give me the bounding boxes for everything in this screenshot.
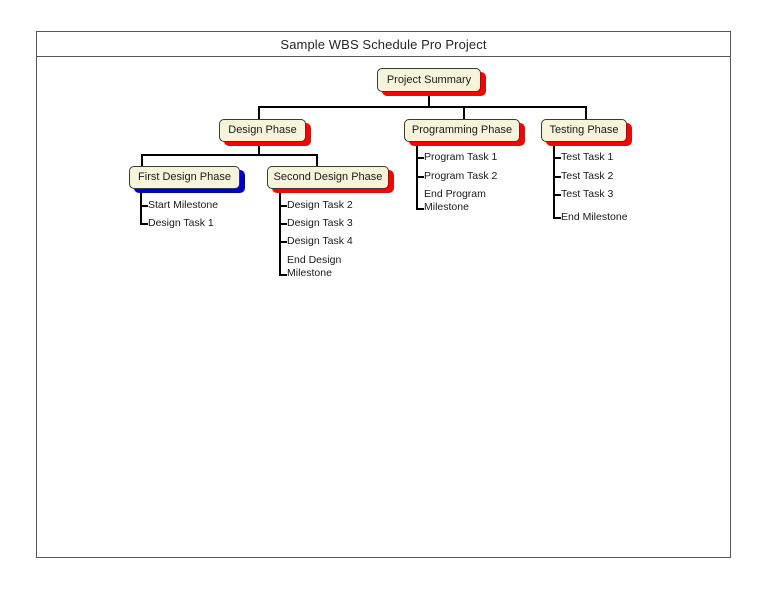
leaf-spine-first-design — [140, 189, 142, 219]
node-programming-phase[interactable]: Programming Phase — [404, 119, 520, 142]
node-project-summary[interactable]: Project Summary — [377, 68, 481, 92]
leaf-task-end-program-milestone[interactable]: End Program Milestone — [424, 188, 486, 213]
leaf-tick — [553, 194, 561, 196]
node-label: Testing Phase — [549, 124, 619, 136]
leaf-tick — [279, 223, 287, 225]
leaf-task-test-task-2[interactable]: Test Task 2 — [561, 170, 614, 182]
connector-design-phase-stem — [258, 142, 260, 155]
connector-drop-testing-phase — [585, 106, 587, 119]
leaf-spine-testing — [553, 142, 555, 219]
chart-title-bar: Sample WBS Schedule Pro Project — [36, 31, 731, 57]
connector-level2-bus — [141, 154, 317, 156]
connector-level1-bus — [258, 106, 586, 108]
leaf-tick — [279, 241, 287, 243]
leaf-task-end-design-milestone[interactable]: End Design Milestone — [287, 254, 342, 279]
node-label: Project Summary — [386, 73, 472, 86]
connector-drop-programming-phase — [463, 106, 465, 119]
connector-drop-second-design-phase — [316, 154, 318, 166]
leaf-tick — [416, 208, 424, 210]
node-label: Second Design Phase — [273, 171, 383, 183]
connector-summary-stem — [428, 92, 430, 107]
leaf-task-start-milestone[interactable]: Start Milestone — [148, 199, 219, 211]
leaf-tick — [140, 223, 148, 226]
leaf-tick — [416, 176, 424, 178]
leaf-task-test-task-1[interactable]: Test Task 1 — [561, 151, 614, 163]
leaf-spine-first-design-tail — [140, 205, 143, 224]
leaf-tick — [279, 205, 287, 207]
node-testing-phase[interactable]: Testing Phase — [541, 119, 627, 142]
leaf-task-design-task-4[interactable]: Design Task 4 — [287, 235, 353, 247]
connector-drop-first-design-phase — [141, 154, 143, 166]
node-label: Design Phase — [228, 124, 297, 136]
leaf-task-end-milestone[interactable]: End Milestone — [561, 211, 628, 223]
leaf-task-program-task-1[interactable]: Program Task 1 — [424, 151, 498, 163]
leaf-tick — [553, 217, 561, 220]
node-first-design-phase[interactable]: First Design Phase — [129, 166, 240, 189]
node-label: First Design Phase — [138, 171, 231, 183]
leaf-tick — [140, 205, 148, 207]
node-label: Programming Phase — [411, 124, 513, 136]
page-title: Sample WBS Schedule Pro Project — [280, 36, 487, 52]
node-design-phase[interactable]: Design Phase — [219, 119, 306, 142]
leaf-task-design-task-3[interactable]: Design Task 3 — [287, 217, 353, 229]
leaf-task-design-task-2[interactable]: Design Task 2 — [287, 199, 353, 211]
leaf-tick — [553, 176, 561, 178]
leaf-tick — [553, 157, 561, 159]
leaf-spine-programming — [416, 142, 418, 209]
node-second-design-phase[interactable]: Second Design Phase — [267, 166, 389, 189]
leaf-task-program-task-2[interactable]: Program Task 2 — [424, 170, 498, 182]
leaf-task-design-task-1[interactable]: Design Task 1 — [148, 217, 214, 229]
leaf-tick — [416, 157, 424, 159]
leaf-spine-second-design — [279, 189, 281, 275]
leaf-tick — [279, 274, 287, 276]
leaf-task-test-task-3[interactable]: Test Task 3 — [561, 188, 614, 200]
chart-frame — [36, 31, 731, 558]
connector-drop-design-phase — [258, 106, 260, 119]
